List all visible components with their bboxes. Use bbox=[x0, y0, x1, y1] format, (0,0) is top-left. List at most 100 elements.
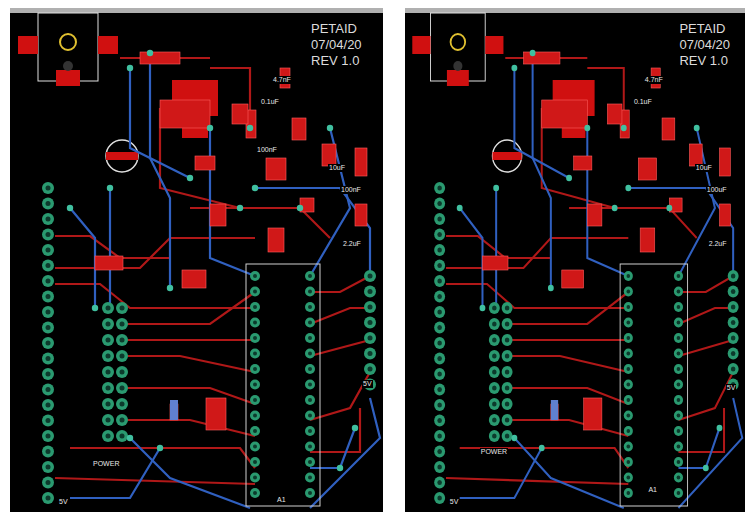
copper-trace-bottom bbox=[130, 438, 250, 508]
pin-hole bbox=[308, 321, 312, 325]
ic-pin bbox=[674, 395, 683, 405]
via bbox=[237, 205, 243, 211]
silkscreen-label: 100nF bbox=[256, 146, 278, 154]
header-pin bbox=[116, 382, 128, 394]
pin-hole bbox=[505, 354, 510, 359]
header-pin bbox=[728, 270, 739, 282]
pin-hole bbox=[437, 310, 442, 315]
header-pin bbox=[434, 446, 445, 458]
pin-hole bbox=[106, 402, 111, 407]
silkscreen-label: A1 bbox=[647, 486, 658, 494]
header-pin bbox=[502, 302, 513, 314]
copper-trace-top bbox=[678, 340, 733, 356]
header-pin bbox=[42, 399, 54, 411]
dc-jack-outline bbox=[431, 13, 486, 81]
ic-pin bbox=[305, 457, 315, 467]
pin-hole bbox=[46, 217, 51, 222]
via bbox=[127, 435, 133, 441]
via bbox=[187, 175, 193, 181]
smd-pad bbox=[268, 228, 284, 252]
pin-hole bbox=[253, 290, 257, 294]
pin-hole bbox=[46, 201, 51, 206]
copper-trace-top bbox=[678, 276, 733, 292]
header-pin bbox=[102, 414, 114, 426]
pin-hole bbox=[437, 263, 442, 268]
pin-hole bbox=[120, 306, 125, 311]
pin-hole bbox=[492, 354, 497, 359]
ic-pin bbox=[305, 426, 315, 436]
via bbox=[539, 445, 545, 451]
pin-hole bbox=[253, 274, 257, 278]
header-pin bbox=[489, 414, 500, 426]
pin-hole bbox=[368, 351, 373, 356]
pin-hole bbox=[677, 491, 681, 495]
silkscreen-label: 5V bbox=[449, 498, 460, 506]
ic-pin bbox=[624, 411, 633, 421]
header-pin bbox=[102, 398, 114, 410]
pin-hole bbox=[106, 306, 111, 311]
pin-hole bbox=[437, 325, 442, 330]
ic-pin bbox=[250, 380, 260, 390]
ic-outline bbox=[620, 264, 687, 506]
jack-pad bbox=[412, 36, 430, 54]
jack-pad bbox=[56, 70, 80, 86]
copper-trace-top bbox=[122, 356, 255, 372]
via bbox=[530, 50, 536, 56]
pin-hole bbox=[253, 476, 257, 480]
header-pin bbox=[102, 334, 114, 346]
pin-hole bbox=[437, 201, 442, 206]
pin-hole bbox=[106, 434, 111, 439]
copper-trace-top bbox=[460, 448, 629, 468]
ic-pin bbox=[305, 473, 315, 483]
jack-pad bbox=[485, 36, 503, 54]
jack-pin bbox=[60, 34, 76, 50]
header-pin bbox=[42, 492, 54, 504]
pin-hole bbox=[505, 402, 510, 407]
board-title: 07/04/20 bbox=[310, 38, 363, 52]
header-pin bbox=[434, 198, 445, 210]
silkscreen-label: POWER bbox=[480, 448, 508, 456]
ic-pin bbox=[250, 488, 260, 498]
header-pin bbox=[116, 398, 128, 410]
header-pin bbox=[42, 368, 54, 380]
via bbox=[457, 205, 463, 211]
header-pin bbox=[434, 353, 445, 365]
smd-pad bbox=[322, 144, 336, 166]
copper-trace-top bbox=[678, 408, 724, 452]
pin-hole bbox=[106, 322, 111, 327]
pin-hole bbox=[505, 370, 510, 375]
pin-hole bbox=[505, 418, 510, 423]
ic-pin bbox=[674, 349, 683, 359]
header-pin bbox=[434, 182, 445, 194]
pin-hole bbox=[492, 402, 497, 407]
board-title: 07/04/20 bbox=[678, 38, 731, 52]
pin-hole bbox=[505, 338, 510, 343]
pin-hole bbox=[46, 232, 51, 237]
ic-pin bbox=[624, 488, 633, 498]
smd-pad bbox=[482, 256, 508, 270]
jack-pin bbox=[451, 34, 466, 50]
copper-trace-top bbox=[122, 339, 255, 341]
header-pin bbox=[42, 275, 54, 287]
header-pin bbox=[434, 260, 445, 272]
pin-hole bbox=[308, 445, 312, 449]
header-pin bbox=[42, 213, 54, 225]
board-edge bbox=[10, 8, 383, 13]
copper-trace-bottom bbox=[495, 188, 497, 308]
header-pin bbox=[42, 244, 54, 256]
pin-hole bbox=[120, 370, 125, 375]
pin-hole bbox=[437, 387, 442, 392]
copper-trace-top bbox=[507, 388, 628, 404]
via bbox=[127, 65, 133, 71]
pin-hole bbox=[677, 352, 681, 356]
via bbox=[352, 425, 358, 431]
smd-pad bbox=[542, 100, 588, 128]
pin-hole bbox=[627, 398, 631, 402]
copper-trace-top bbox=[678, 308, 733, 324]
copper-trace-top bbox=[507, 356, 628, 372]
pin-hole bbox=[253, 429, 257, 433]
copper-trace-bottom bbox=[514, 438, 623, 508]
pin-hole bbox=[677, 398, 681, 402]
pin-hole bbox=[308, 336, 312, 340]
